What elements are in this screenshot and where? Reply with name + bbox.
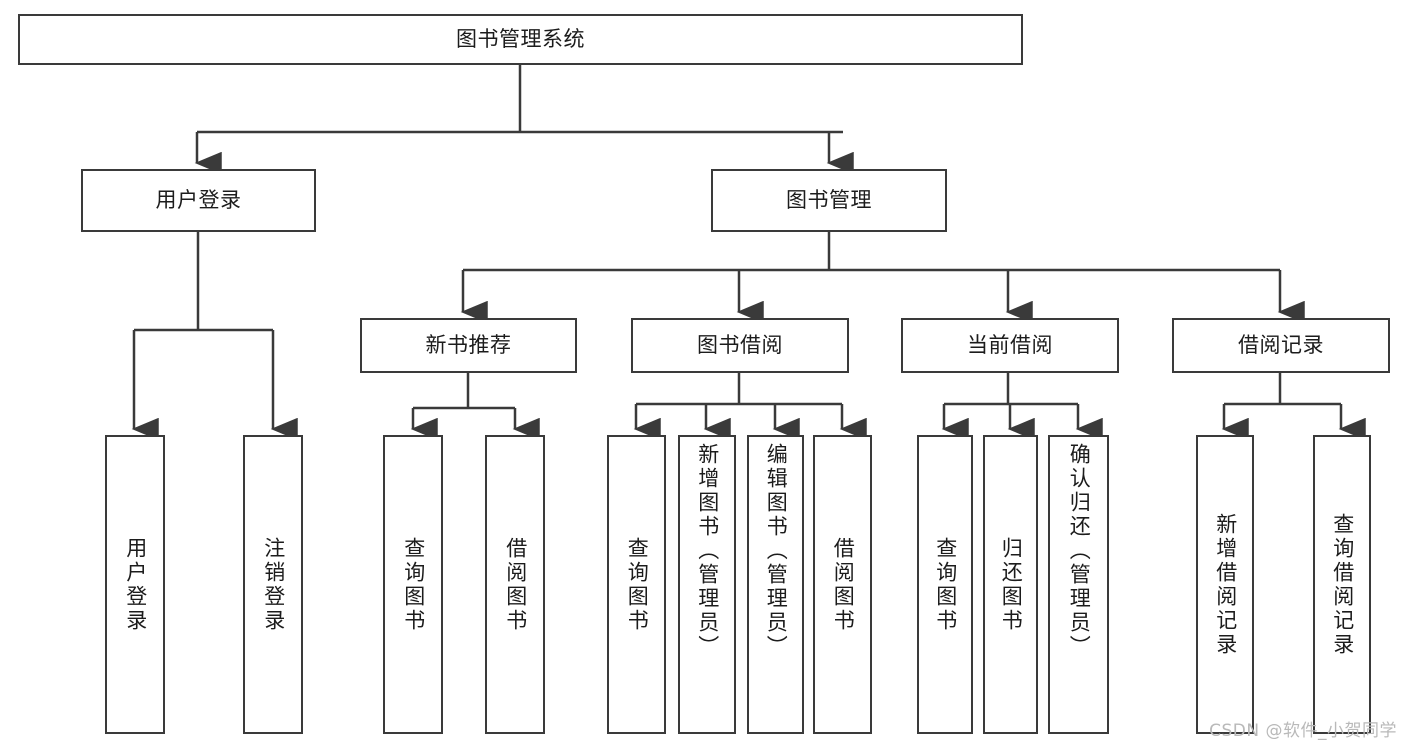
- node-leaf-query-book-1-label: 查询图书: [401, 536, 426, 633]
- node-leaf-borrow-book-1[interactable]: 借阅图书: [485, 435, 545, 734]
- node-leaf-user-login[interactable]: 用户登录: [105, 435, 165, 734]
- node-leaf-edit-book[interactable]: 编辑图书（管理员）: [747, 435, 804, 734]
- node-leaf-user-logout[interactable]: 注销登录: [243, 435, 303, 734]
- node-leaf-edit-book-label: 编辑图书（管理员）: [764, 443, 789, 659]
- node-leaf-add-record[interactable]: 新增借阅记录: [1196, 435, 1254, 734]
- node-book-manage[interactable]: 图书管理: [711, 169, 947, 232]
- node-new-book-rec-label: 新书推荐: [425, 333, 512, 358]
- node-leaf-confirm-return-label: 确认归还（管理员）: [1067, 443, 1092, 659]
- node-user-login-label: 用户登录: [155, 188, 242, 213]
- csdn-watermark: CSDN @软件_小贺同学: [1209, 721, 1397, 741]
- node-root[interactable]: 图书管理系统: [18, 14, 1023, 65]
- node-leaf-add-book-label: 新增图书（管理员）: [695, 443, 720, 659]
- node-leaf-add-book[interactable]: 新增图书（管理员）: [678, 435, 736, 734]
- node-new-book-rec[interactable]: 新书推荐: [360, 318, 577, 373]
- node-leaf-user-logout-label: 注销登录: [261, 536, 286, 633]
- node-leaf-confirm-return[interactable]: 确认归还（管理员）: [1048, 435, 1109, 734]
- node-leaf-query-book-2-label: 查询图书: [625, 536, 650, 633]
- node-book-manage-label: 图书管理: [786, 188, 872, 213]
- node-leaf-query-book-1[interactable]: 查询图书: [383, 435, 443, 734]
- node-leaf-borrow-book-2[interactable]: 借阅图书: [813, 435, 872, 734]
- node-leaf-borrow-book-1-label: 借阅图书: [503, 536, 528, 633]
- node-current-borrow-label: 当前借阅: [967, 333, 1053, 358]
- node-leaf-add-record-label: 新增借阅记录: [1213, 512, 1238, 657]
- node-current-borrow[interactable]: 当前借阅: [901, 318, 1119, 373]
- node-leaf-return-book-label: 归还图书: [999, 536, 1024, 633]
- node-borrow-record[interactable]: 借阅记录: [1172, 318, 1390, 373]
- node-leaf-query-book-2[interactable]: 查询图书: [607, 435, 666, 734]
- node-leaf-query-book-3-label: 查询图书: [933, 536, 958, 633]
- node-book-borrow-label: 图书借阅: [697, 333, 783, 358]
- node-leaf-borrow-book-2-label: 借阅图书: [831, 536, 856, 633]
- node-borrow-record-label: 借阅记录: [1238, 333, 1324, 358]
- node-leaf-query-record[interactable]: 查询借阅记录: [1313, 435, 1371, 734]
- node-leaf-user-login-label: 用户登录: [123, 536, 148, 633]
- node-leaf-return-book[interactable]: 归还图书: [983, 435, 1038, 734]
- node-root-label: 图书管理系统: [456, 27, 585, 52]
- node-leaf-query-book-3[interactable]: 查询图书: [917, 435, 973, 734]
- node-user-login[interactable]: 用户登录: [81, 169, 316, 232]
- node-book-borrow[interactable]: 图书借阅: [631, 318, 849, 373]
- node-leaf-query-record-label: 查询借阅记录: [1330, 512, 1355, 657]
